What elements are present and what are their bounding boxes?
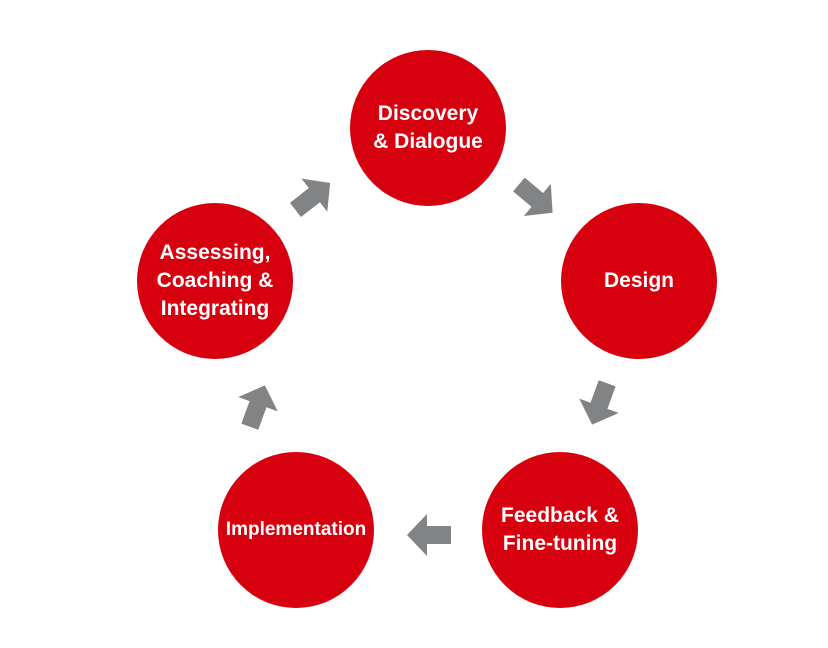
node-design-label: Design — [603, 269, 674, 292]
arrow-assessing-to-discovery-icon — [277, 162, 347, 232]
node-assessing-label: Assessing, Coaching & Integrating — [156, 241, 274, 320]
node-feedback-label: Feedback & Fine-tuning — [501, 504, 619, 555]
node-design: Design — [561, 203, 717, 359]
arrow-design-to-feedback-icon — [568, 371, 632, 435]
arrow-implementation-to-assessing-icon — [225, 375, 289, 439]
node-feedback-fine-tuning: Feedback & Fine-tuning — [482, 452, 638, 608]
arrow-discovery-to-design-icon — [500, 163, 570, 233]
node-discovery-label: Discovery & Dialogue — [373, 102, 483, 153]
node-implementation-label: Implementation — [225, 519, 367, 540]
node-discovery-dialogue: Discovery & Dialogue — [350, 50, 506, 206]
node-implementation: Implementation — [218, 452, 374, 608]
arrow-feedback-to-implementation-icon — [405, 510, 455, 560]
node-assessing-coaching-integrating: Assessing, Coaching & Integrating — [137, 203, 293, 359]
